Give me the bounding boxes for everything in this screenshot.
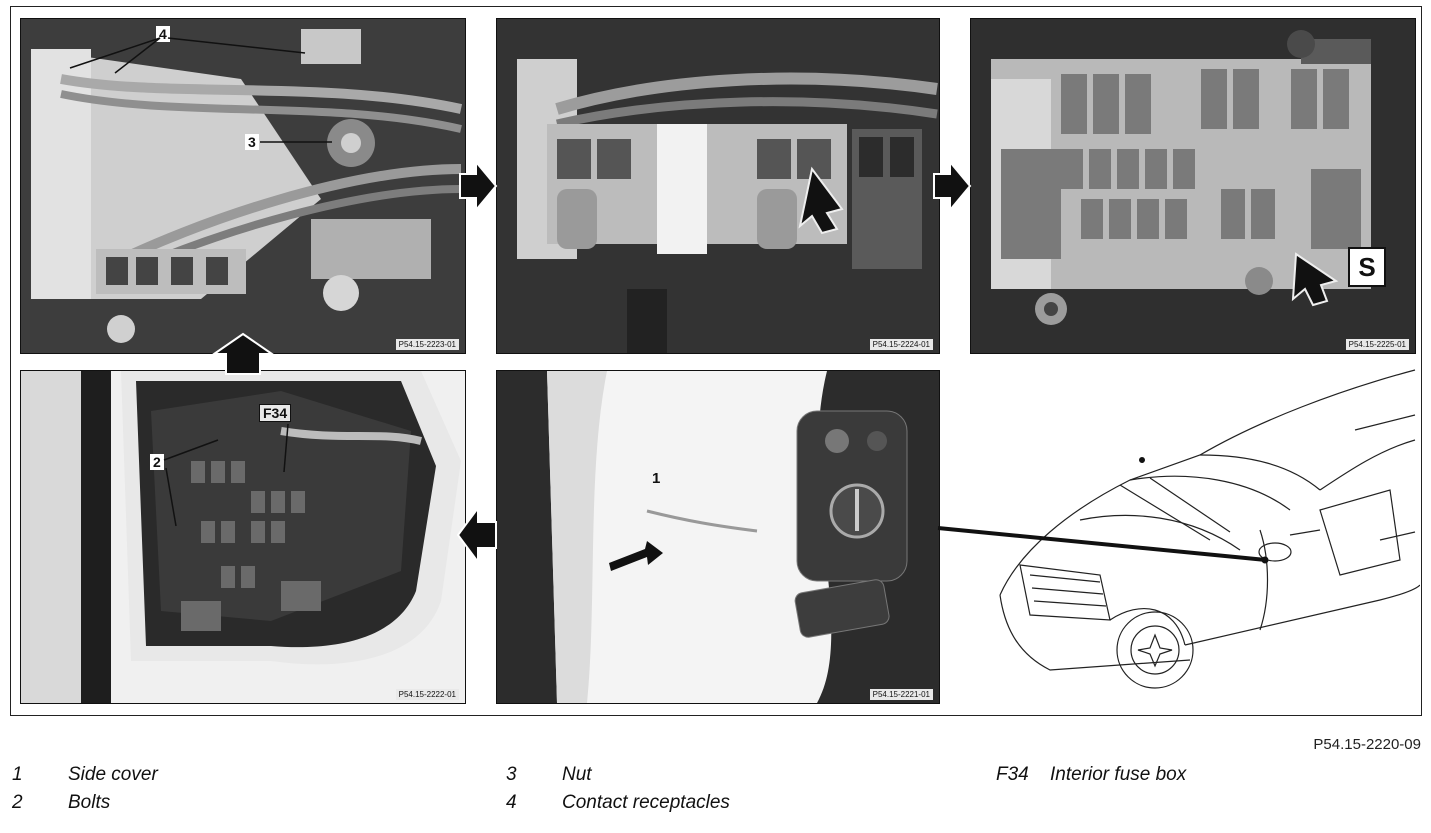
legend-item: 3 Nut [506,764,730,792]
legend-item: 1 Side cover [12,764,158,792]
photo-fusebox-front-art [971,19,1415,353]
callout-4-leader [69,37,306,74]
photo-ref-label: P54.15-2225-01 [1345,339,1409,350]
tool-symbol-icon: S [1348,247,1386,287]
legend-number: 3 [506,764,517,785]
photo-ref-label: P54.15-2221-01 [869,689,933,700]
legend-item: F34 Interior fuse box [996,764,1186,792]
legend-col-3: F34 Interior fuse box [996,764,1186,792]
photo-connectors-art [497,19,939,353]
legend-col-2: 3 Nut 4 Contact receptacles [506,764,730,820]
legend-text: Side cover [68,764,158,785]
arrow-right-icon [933,160,972,212]
photo-fusebox-location: P54.15-2222-01 [20,370,466,704]
photo-fusebox-rear: P54.15-2223-01 [20,18,466,354]
callout-3-leader [260,141,332,143]
legend-number: F34 [996,764,1029,785]
callout-f34: F34 [259,404,292,422]
photo-ref-label: P54.15-2224-01 [869,339,933,350]
photo-ref-label: P54.15-2223-01 [395,339,459,350]
callout-3: 3 [245,134,259,150]
legend-text: Contact receptacles [562,792,730,813]
photo-side-cover: P54.15-2221-01 [496,370,940,704]
legend-number: 1 [12,764,23,785]
legend-number: 4 [506,792,517,813]
legend-item: 4 Contact receptacles [506,792,730,820]
photo-fusebox-location-art [21,371,465,703]
legend-text: Bolts [68,792,111,813]
callout-2-leader [163,439,219,527]
legend-text: Interior fuse box [1050,764,1187,785]
arrow-up-icon [212,332,274,375]
locator-line [937,526,1267,562]
photo-side-cover-art [497,371,939,703]
arrow-right-icon [459,160,498,212]
legend-text: Nut [562,764,592,785]
callout-f34-leader [283,423,289,473]
arrow-left-icon [456,506,497,564]
callout-1: 1 [652,470,661,487]
car-drawing [999,369,1420,689]
photo-connectors: P54.15-2224-01 [496,18,940,354]
photo-ref-label: P54.15-2222-01 [395,689,459,700]
legend-item: 2 Bolts [12,792,158,820]
legend-col-1: 1 Side cover 2 Bolts [12,764,158,820]
photo-fusebox-rear-art [21,19,465,353]
photo-fusebox-front: P54.15-2225-01 [970,18,1416,354]
figure-id: P54.15-2220-09 [1313,736,1421,753]
callout-2: 2 [150,454,164,470]
legend-number: 2 [12,792,23,813]
